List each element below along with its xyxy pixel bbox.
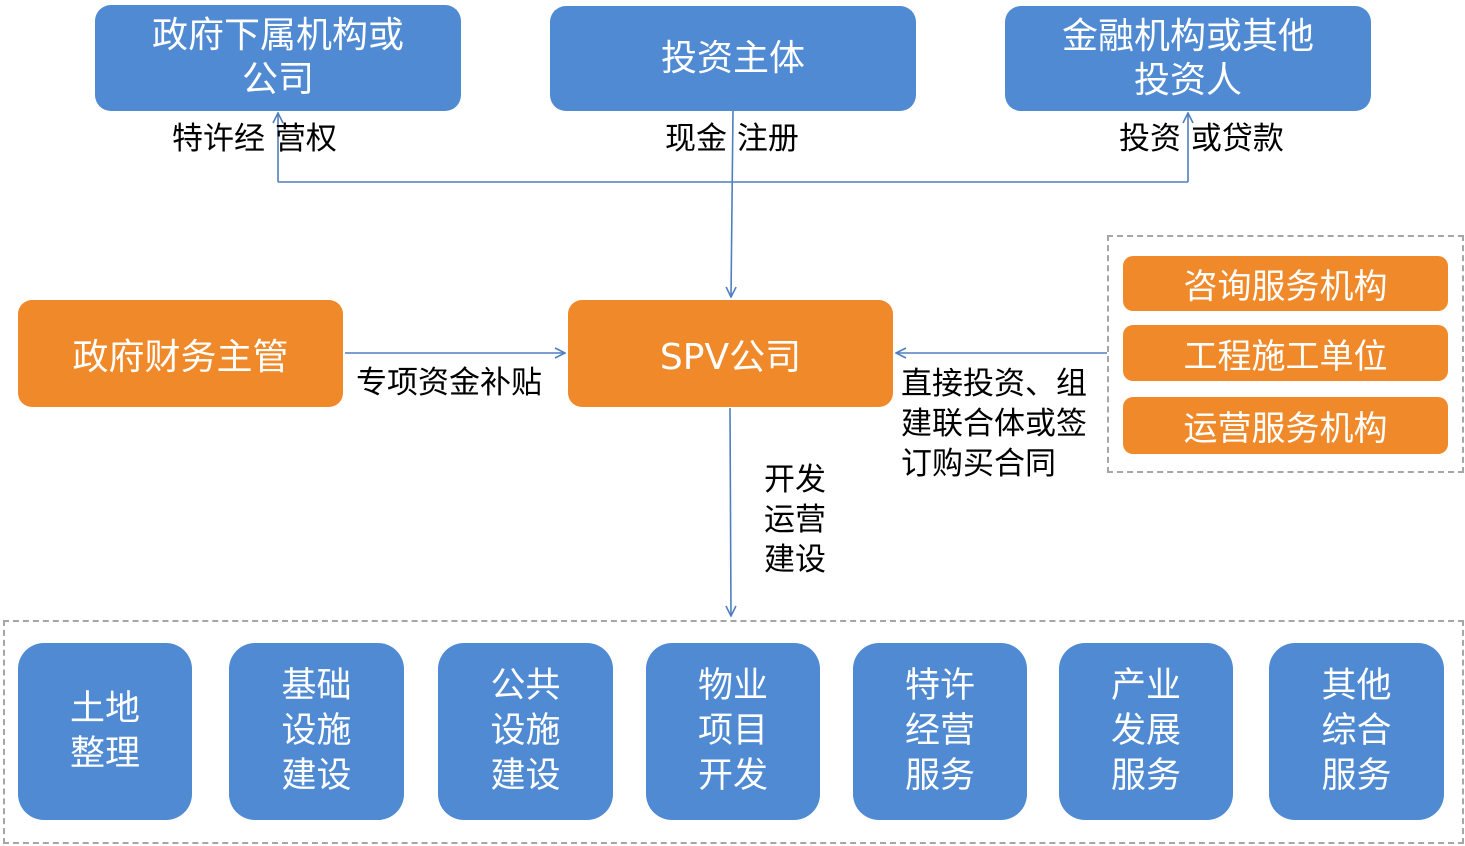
label-contract: 直接投资、组 建联合体或签 订购买合同 <box>901 366 1087 482</box>
projects-group <box>3 620 1464 844</box>
service-box-construction: 工程施工单位 <box>1123 325 1448 381</box>
project-land: 土地 整理 <box>18 643 192 820</box>
label-invest-loan: 投资 或贷款 <box>1119 121 1284 157</box>
label-franchise: 特许经 营权 <box>172 121 337 157</box>
label-subsidy: 专项资金补贴 <box>356 365 542 401</box>
arrow-investor-to-spv <box>731 110 733 297</box>
project-industry: 产业 发展 服务 <box>1059 643 1233 820</box>
project-public-facility: 公共 设施 建设 <box>438 643 613 820</box>
project-franchise: 特许 经营 服务 <box>853 643 1027 820</box>
service-box-operation: 运营服务机构 <box>1123 397 1448 454</box>
label-cash-register: 现金 注册 <box>665 121 799 157</box>
service-group <box>1107 235 1464 473</box>
investor-box: 投资主体 <box>550 6 916 111</box>
financial-box: 金融机构或其他 投资人 <box>1005 6 1371 111</box>
gov-subsidiary-box: 政府下属机构或 公司 <box>95 5 461 111</box>
project-other: 其他 综合 服务 <box>1269 643 1444 820</box>
project-infrastructure: 基础 设施 建设 <box>229 643 404 820</box>
project-property: 物业 项目 开发 <box>646 643 820 820</box>
arrow-develop <box>730 407 731 616</box>
label-develop: 开发 运营 建设 <box>764 462 826 578</box>
gov-finance-box: 政府财务主管 <box>18 300 343 407</box>
service-box-consulting: 咨询服务机构 <box>1123 256 1448 311</box>
spv-box: SPV公司 <box>568 300 893 407</box>
